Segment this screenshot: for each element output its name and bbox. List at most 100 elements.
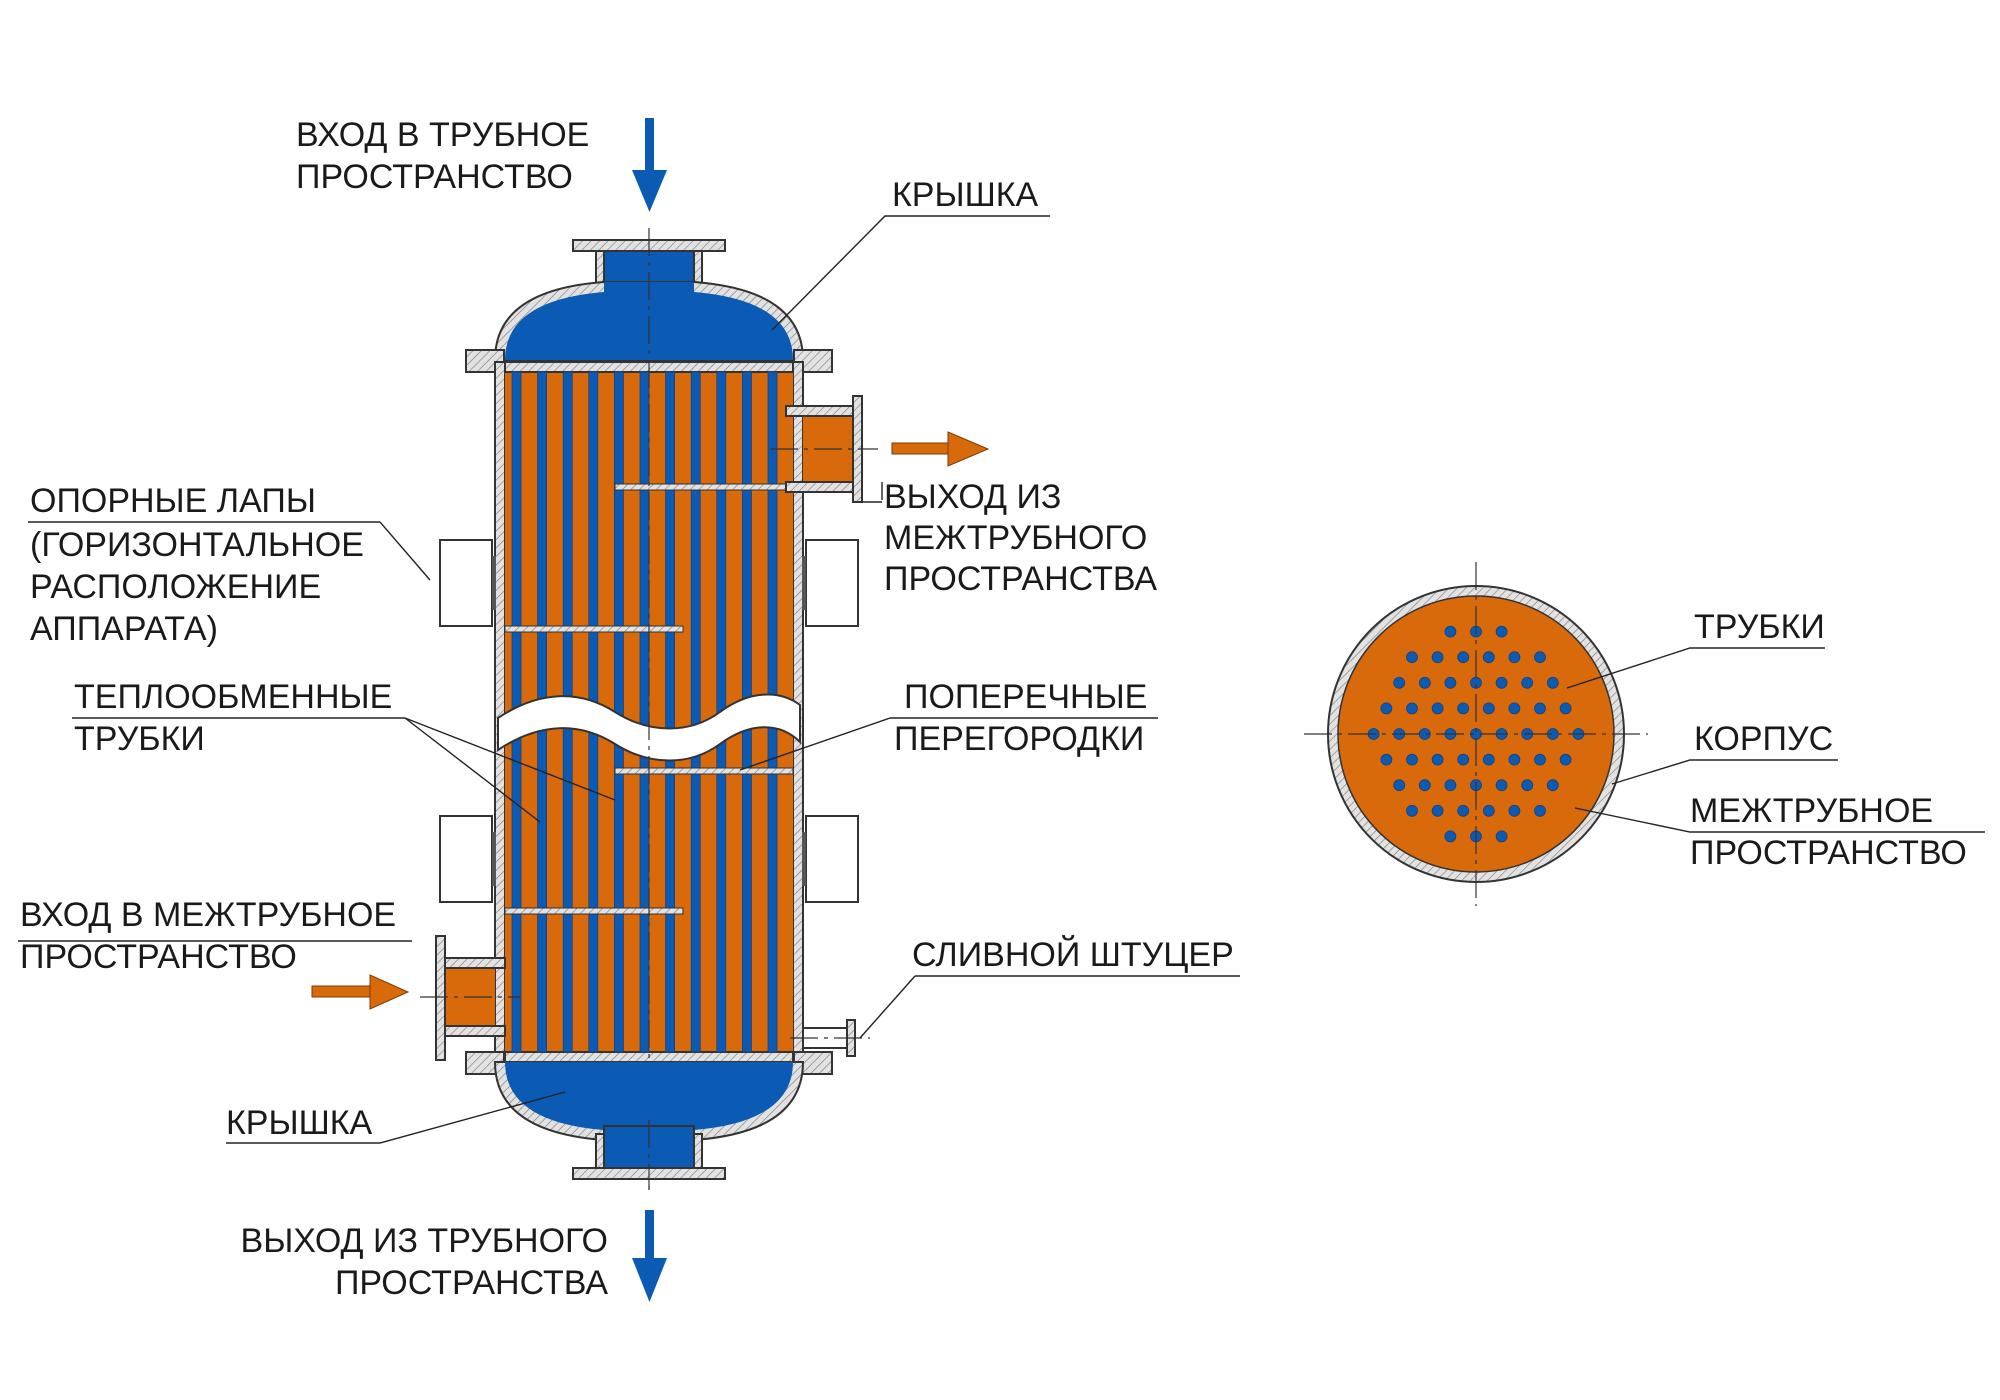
label-shell-outlet-line-3: ПРОСТРАНСТВА	[884, 560, 1157, 598]
section-tube-hole	[1508, 651, 1521, 664]
section-tube-hole	[1393, 676, 1406, 689]
label-tube-outlet-line-1: ВЫХОД ИЗ ТРУБНОГО	[241, 1222, 608, 1260]
section-tube-hole	[1380, 702, 1393, 715]
section-tube-hole	[1495, 779, 1508, 792]
label-shell-inlet: ВХОД В МЕЖТРУБНОЕ ПРОСТРАНСТВО	[20, 896, 396, 976]
label-heat-tubes-line-1: ТЕПЛООБМЕННЫЕ	[74, 678, 392, 716]
section-tube-hole	[1457, 753, 1470, 766]
label-cover-top: КРЫШКА	[892, 176, 1039, 214]
section-tube-hole	[1406, 753, 1418, 766]
section-tube-hole	[1444, 625, 1457, 638]
label-shell-inlet-line-2: ПРОСТРАНСТВО	[20, 938, 297, 976]
label-baffles-line-1: ПОПЕРЕЧНЫЕ	[904, 678, 1147, 716]
label-section-shell: КОРПУС	[1694, 720, 1833, 758]
section-tube-hole	[1521, 676, 1534, 689]
baffle-4	[504, 907, 684, 915]
label-drain: СЛИВНОЙ ШТУЦЕР	[912, 936, 1234, 974]
label-section-interspace-line-2: ПРОСТРАНСТВО	[1690, 834, 1967, 872]
section-tube-hole	[1431, 804, 1444, 817]
shell-outlet-arrow	[891, 431, 990, 467]
shell-outlet-nozzle	[770, 395, 878, 503]
label-tube-inlet-line-1: ВХОД В ТРУБНОЕ	[296, 116, 589, 154]
exchanger-cross-section	[1304, 562, 1985, 906]
section-tube-hole	[1534, 702, 1546, 715]
label-support-legs: ОПОРНЫЕ ЛАПЫ (ГОРИЗОНТАЛЬНОЕ РАСПОЛОЖЕНИ…	[30, 482, 364, 648]
section-tube-hole	[1482, 702, 1495, 715]
shell-inlet-flange	[435, 935, 446, 1061]
section-tube-hole	[1418, 676, 1431, 689]
shell-inlet-arrow	[311, 974, 410, 1010]
section-tube-hole	[1546, 779, 1559, 792]
heat-exchange-tube	[690, 371, 701, 1053]
support-legs	[439, 539, 859, 903]
label-tube-inlet: ВХОД В ТРУБНОЕ ПРОСТРАНСТВО	[296, 116, 589, 196]
label-shell-outlet-line-1: ВЫХОД ИЗ	[884, 478, 1061, 516]
section-tube-hole	[1444, 676, 1457, 689]
label-shell-outlet: ВЫХОД ИЗ МЕЖТРУБНОГО ПРОСТРАНСТВА	[884, 478, 1157, 598]
label-tube-inlet-line-2: ПРОСТРАНСТВО	[296, 158, 573, 196]
exchanger-side-view	[420, 228, 878, 1190]
section-tube-hole	[1406, 651, 1418, 664]
label-section-interspace: МЕЖТРУБНОЕ ПРОСТРАНСТВО	[1690, 792, 1967, 872]
section-tube-hole	[1521, 779, 1534, 792]
section-tube-hole	[1534, 753, 1546, 766]
support-leg-upper-left	[439, 539, 493, 627]
section-tube-hole	[1406, 804, 1418, 817]
section-tube-hole	[1495, 676, 1508, 689]
section-tube-hole	[1482, 651, 1495, 664]
leader-lines	[18, 215, 1240, 1144]
section-tube-hole	[1457, 804, 1470, 817]
section-tube-hole	[1534, 804, 1546, 817]
baffle-2	[504, 625, 684, 633]
section-tube-hole	[1380, 753, 1393, 766]
shell-inlet-nozzle	[420, 935, 520, 1061]
label-heat-tubes: ТЕПЛООБМЕННЫЕ ТРУБКИ	[74, 678, 392, 758]
label-tube-outlet-line-2: ПРОСТРАНСТВА	[335, 1264, 608, 1302]
heat-exchange-tube	[665, 371, 675, 1053]
section-tube-hole	[1482, 804, 1495, 817]
heat-exchange-tube	[639, 371, 650, 1053]
section-tube-hole	[1457, 702, 1470, 715]
section-tube-hole	[1546, 676, 1559, 689]
label-support-legs-line-1: ОПОРНЫЕ ЛАПЫ	[30, 482, 316, 520]
label-section-tubes: ТРУБКИ	[1694, 608, 1825, 646]
label-tube-outlet: ВЫХОД ИЗ ТРУБНОГО ПРОСТРАНСТВА	[241, 1222, 609, 1302]
section-tube-hole	[1393, 779, 1406, 792]
label-shell-outlet-line-2: МЕЖТРУБНОГО	[884, 519, 1147, 557]
label-shell-inlet-line-1: ВХОД В МЕЖТРУБНОЕ	[20, 896, 396, 934]
section-tube-hole	[1508, 702, 1521, 715]
baffle-3	[614, 767, 794, 775]
label-heat-tubes-line-2: ТРУБКИ	[74, 720, 205, 758]
label-baffles-line-2: ПЕРЕГОРОДКИ	[894, 720, 1144, 758]
section-tube-hole	[1508, 804, 1521, 817]
label-cover-bottom: КРЫШКА	[226, 1104, 373, 1142]
section-tube-hole	[1482, 753, 1495, 766]
support-leg-lower-right	[805, 815, 859, 903]
support-leg-upper-right	[805, 539, 859, 627]
section-tube-hole	[1431, 651, 1444, 664]
label-baffles: ПОПЕРЕЧНЫЕ ПЕРЕГОРОДКИ	[894, 678, 1147, 758]
bottom-cover-chamber	[505, 1062, 793, 1130]
section-tube-hole	[1431, 702, 1444, 715]
section-tube-hole	[1534, 651, 1546, 664]
label-support-legs-line-4: АППАРАТА)	[30, 610, 218, 648]
section-tube-hole	[1508, 753, 1521, 766]
section-tube-hole	[1495, 830, 1508, 843]
support-leg-lower-left	[439, 815, 493, 903]
drain-nozzle	[790, 1019, 870, 1057]
label-support-legs-line-2: (ГОРИЗОНТАЛЬНОЕ	[30, 526, 364, 564]
section-tube-hole	[1559, 702, 1572, 715]
section-tube-hole	[1406, 702, 1418, 715]
baffle-1	[614, 483, 794, 491]
tube-outlet-arrow	[632, 1210, 667, 1302]
section-tube-holes	[1367, 625, 1585, 843]
section-tube-hole	[1457, 651, 1470, 664]
label-section-interspace-line-1: МЕЖТРУБНОЕ	[1690, 792, 1933, 830]
section-tube-hole	[1495, 625, 1508, 638]
section-tube-hole	[1444, 779, 1457, 792]
section-tube-hole	[1431, 753, 1444, 766]
tube-inlet-arrow	[632, 118, 667, 212]
section-tube-hole	[1444, 830, 1457, 843]
label-support-legs-line-3: РАСПОЛОЖЕНИЕ	[30, 568, 321, 606]
